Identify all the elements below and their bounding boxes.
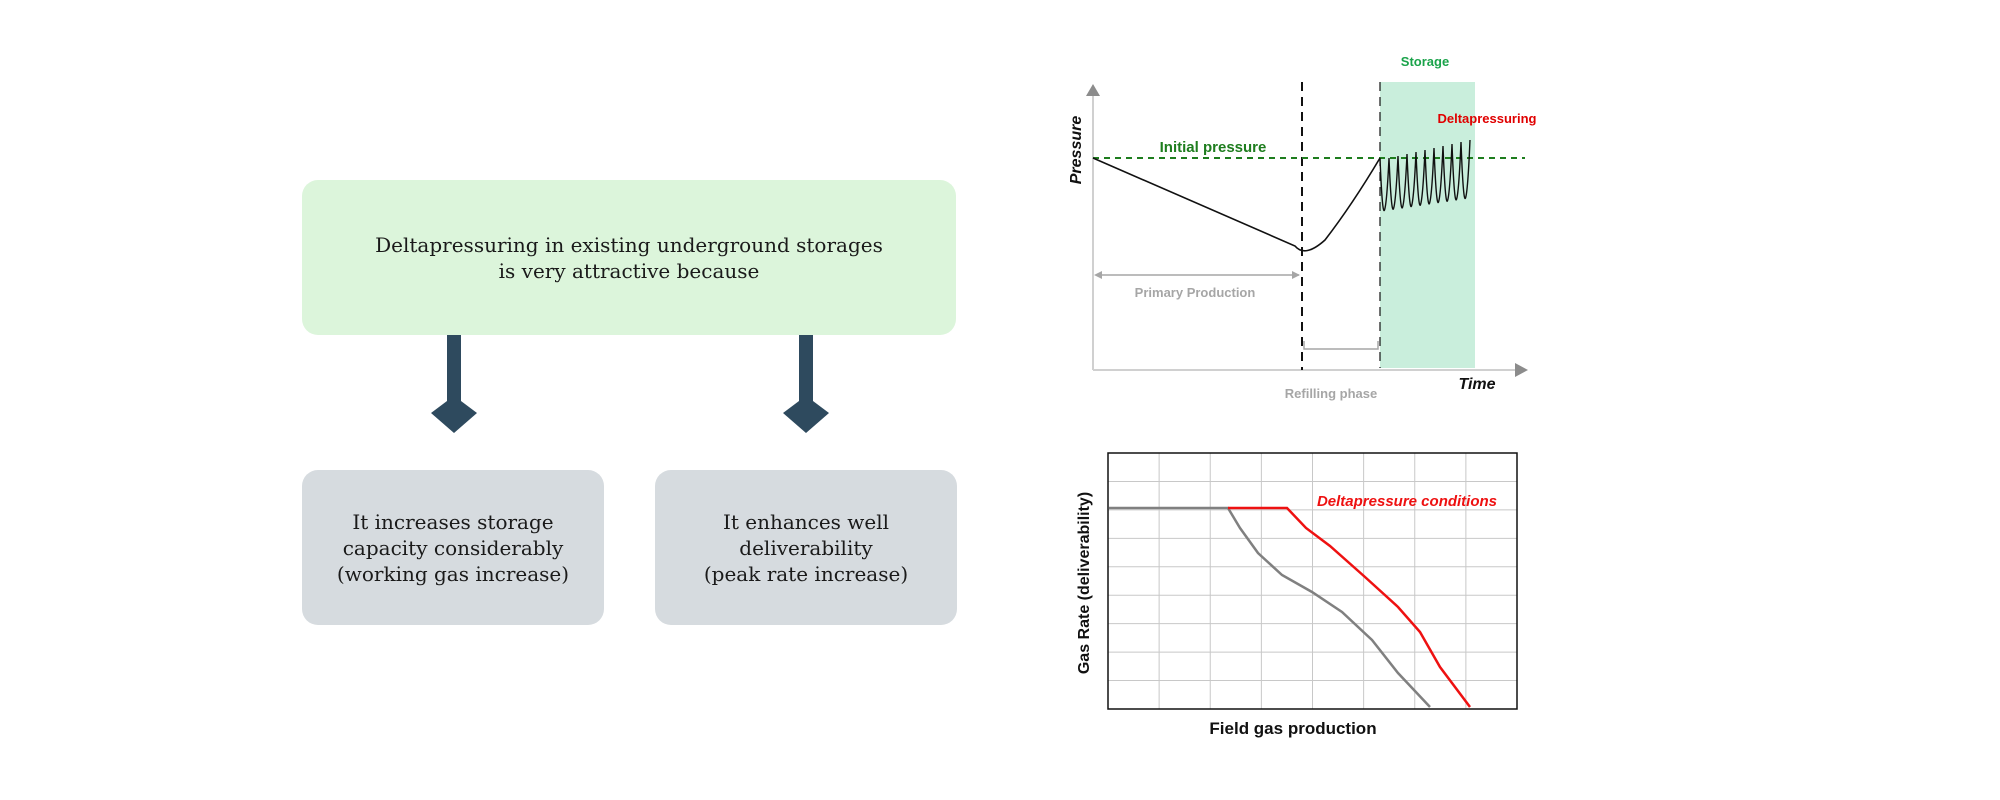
well-deliverability-box: It enhances well deliverability (peak ra… bbox=[655, 470, 957, 625]
storage-capacity-box: It increases storage capacity considerab… bbox=[302, 470, 604, 625]
top-statement-text: Deltapressuring in existing underground … bbox=[375, 232, 883, 283]
pressure-axis-label: Pressure bbox=[1068, 116, 1085, 185]
chart-frame bbox=[1107, 452, 1518, 710]
deltapressure-curve bbox=[1228, 506, 1471, 708]
field-gas-production-axis-label: Field gas production bbox=[1209, 719, 1376, 738]
deltapressure-conditions-label: Deltapressure conditions bbox=[1317, 493, 1497, 510]
normal-deliverability-curve bbox=[1109, 506, 1431, 708]
deltapressuring-label: Deltapressuring bbox=[1438, 111, 1537, 126]
pressure-axis-arrow-icon bbox=[1086, 84, 1100, 96]
down-arrow-left-icon bbox=[431, 335, 477, 433]
pressure-curve bbox=[1092, 157, 1381, 252]
primary-production-label: Primary Production bbox=[1135, 285, 1256, 300]
deltapressuring-oscillation bbox=[1379, 139, 1471, 212]
down-arrow-right-icon bbox=[783, 335, 829, 433]
chart-grid bbox=[1108, 453, 1517, 709]
storage-label: Storage bbox=[1401, 54, 1449, 69]
time-axis-arrow-icon bbox=[1515, 363, 1528, 377]
time-axis-label: Time bbox=[1458, 376, 1495, 393]
refilling-phase-label: Refilling phase bbox=[1285, 386, 1377, 401]
span-arrow-left-icon bbox=[1094, 271, 1102, 279]
well-deliverability-text: It enhances well deliverability (peak ra… bbox=[703, 509, 909, 586]
storage-capacity-text: It increases storage capacity considerab… bbox=[336, 509, 570, 586]
top-statement-box: Deltapressuring in existing underground … bbox=[302, 180, 956, 335]
gas-rate-axis-label: Gas Rate (deliverability) bbox=[1076, 492, 1093, 674]
refilling-phase-span bbox=[1303, 341, 1379, 350]
initial-pressure-label: Initial pressure bbox=[1160, 139, 1267, 156]
span-arrow-right-icon bbox=[1292, 271, 1300, 279]
storage-band bbox=[1380, 82, 1475, 368]
